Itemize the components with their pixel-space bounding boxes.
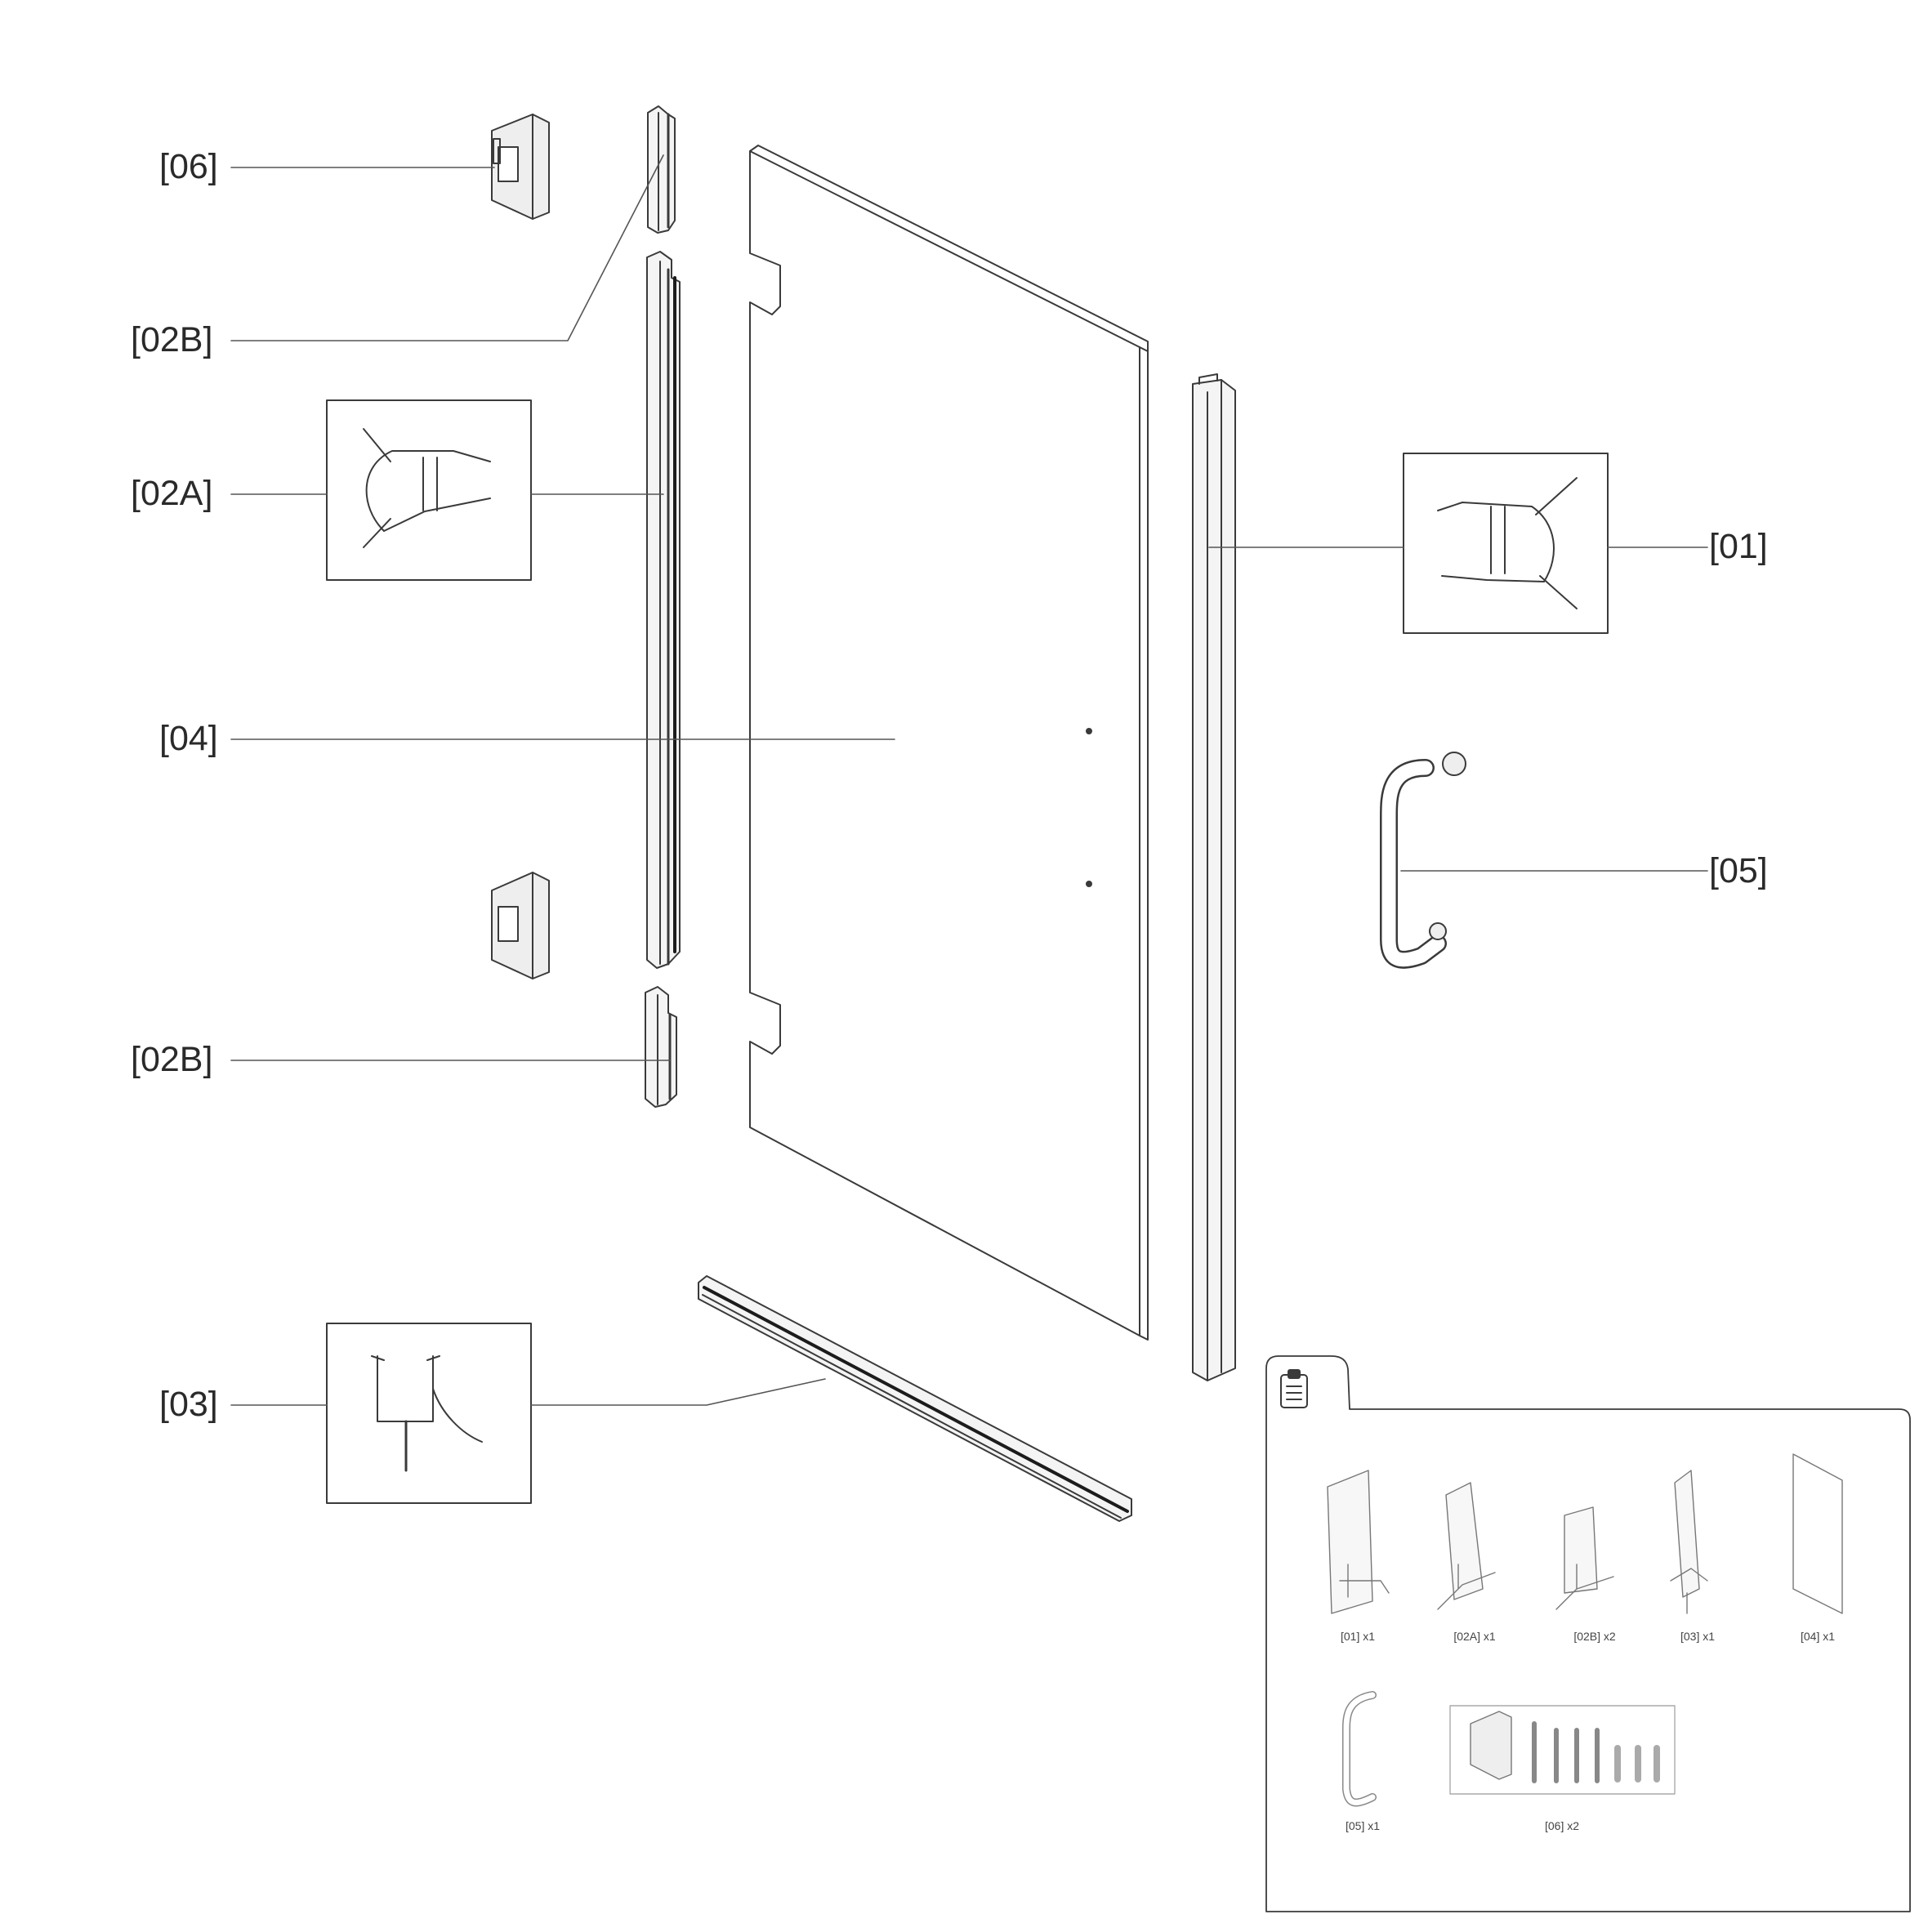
label-02b-top: [02B] (131, 320, 212, 359)
short-seal-02b-top (647, 105, 676, 234)
caption-02b: [02B] x2 (1573, 1630, 1616, 1643)
thumb-03 (1674, 1470, 1700, 1598)
bottom-seal-03 (698, 1275, 1132, 1522)
glass-panel-04 (749, 145, 1149, 1341)
caption-03: [03] x1 (1680, 1630, 1715, 1643)
label-03: [03] (159, 1385, 218, 1424)
thumb-04 (1792, 1453, 1843, 1614)
caption-06: [06] x2 (1545, 1819, 1579, 1832)
label-02b-bottom: [02B] (131, 1040, 212, 1079)
hinge-06-middle (491, 872, 550, 979)
caption-04: [04] x1 (1801, 1630, 1835, 1643)
detail-box-02a (326, 399, 532, 581)
vertical-seal-02a (646, 251, 681, 969)
parts-list-thumbnails (1327, 1453, 1843, 1807)
leader-lines (230, 154, 1708, 1406)
part-labels: [06] [02B] [02A] [04] [02B] [03] [01] [0… (131, 147, 1768, 1424)
hole-bottom (1086, 881, 1092, 887)
parts-list-panel (1265, 1355, 1911, 1912)
clipboard-icon (1280, 1369, 1308, 1408)
label-06: [06] (159, 147, 218, 186)
caption-01: [01] x1 (1341, 1630, 1375, 1643)
label-04: [04] (159, 719, 218, 758)
handle-05 (1380, 752, 1466, 969)
parts-list-captions: [01] x1 [02A] x1 [02B] x2 [03] x1 [04] x… (1341, 1630, 1835, 1832)
thumb-01 (1327, 1470, 1373, 1614)
vertical-seal-01 (1192, 373, 1236, 1381)
label-01: [01] (1709, 527, 1768, 566)
label-05: [05] (1709, 851, 1768, 890)
detail-box-01 (1403, 453, 1609, 634)
detail-box-03 (326, 1323, 532, 1504)
caption-02a: [02A] x1 (1453, 1630, 1496, 1643)
thumb-02b (1564, 1506, 1598, 1594)
thumb-02a (1445, 1482, 1484, 1600)
hole-top (1086, 728, 1092, 734)
short-seal-02b-bottom (645, 986, 677, 1108)
hinge-06-top (491, 114, 550, 220)
label-02a: [02A] (131, 474, 212, 513)
caption-05: [05] x1 (1346, 1819, 1380, 1832)
